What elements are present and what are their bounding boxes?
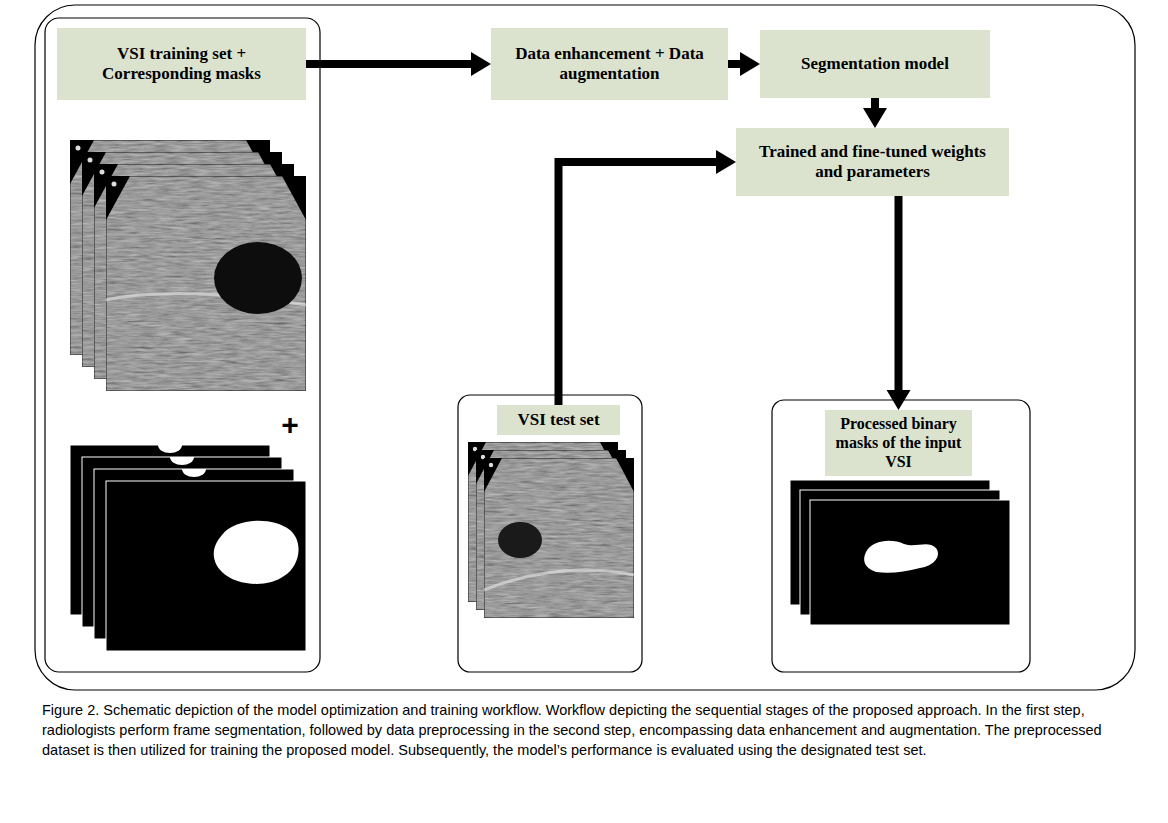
cyst [214,242,302,314]
mask-blob [170,457,194,465]
mask-blob [182,469,206,477]
mask-blob [158,445,182,453]
header-box: VSI test set [497,405,620,435]
mask-frame [810,500,1010,625]
ultrasound-stack [70,140,306,391]
flow-arrow [895,196,903,392]
training-panel [45,18,320,672]
box-text: Trained and fine-tuned weights and param… [744,142,1001,183]
process-box: Data enhancement + Data augmentation [491,28,728,100]
output-panel [772,400,1030,672]
box-text: Data enhancement + Data augmentation [499,44,720,85]
box-text: VSI training set + Corresponding masks [65,44,298,85]
header-box: Processed binary masks of the input VSI [825,410,972,476]
process-box: Segmentation model [760,30,990,98]
flow-arrow [728,60,742,68]
mask-frame [106,481,306,651]
mask-blob [864,541,938,573]
flow-arrow [871,98,879,110]
flow-arrow [559,162,719,405]
box-text: Segmentation model [801,54,949,74]
process-box: Trained and fine-tuned weights and param… [736,128,1009,196]
ultrasound-frame [484,458,634,618]
header-box: VSI training set + Corresponding masks [57,28,306,100]
test-stack [468,442,634,618]
mask-stack [70,445,306,651]
plus-sign: + [270,408,310,442]
ultrasound-frame [106,176,306,391]
box-text: Processed binary masks of the input VSI [833,414,964,472]
figure-caption: Figure 2. Schematic depiction of the mod… [42,700,1130,760]
lesion [498,522,542,558]
tissue-band [484,570,634,590]
box-text: VSI test set [517,410,599,430]
outer-frame [35,5,1135,690]
flow-arrow [306,60,473,68]
test-panel [458,395,642,672]
output-stack [790,480,1010,625]
mask-blob [214,521,299,584]
